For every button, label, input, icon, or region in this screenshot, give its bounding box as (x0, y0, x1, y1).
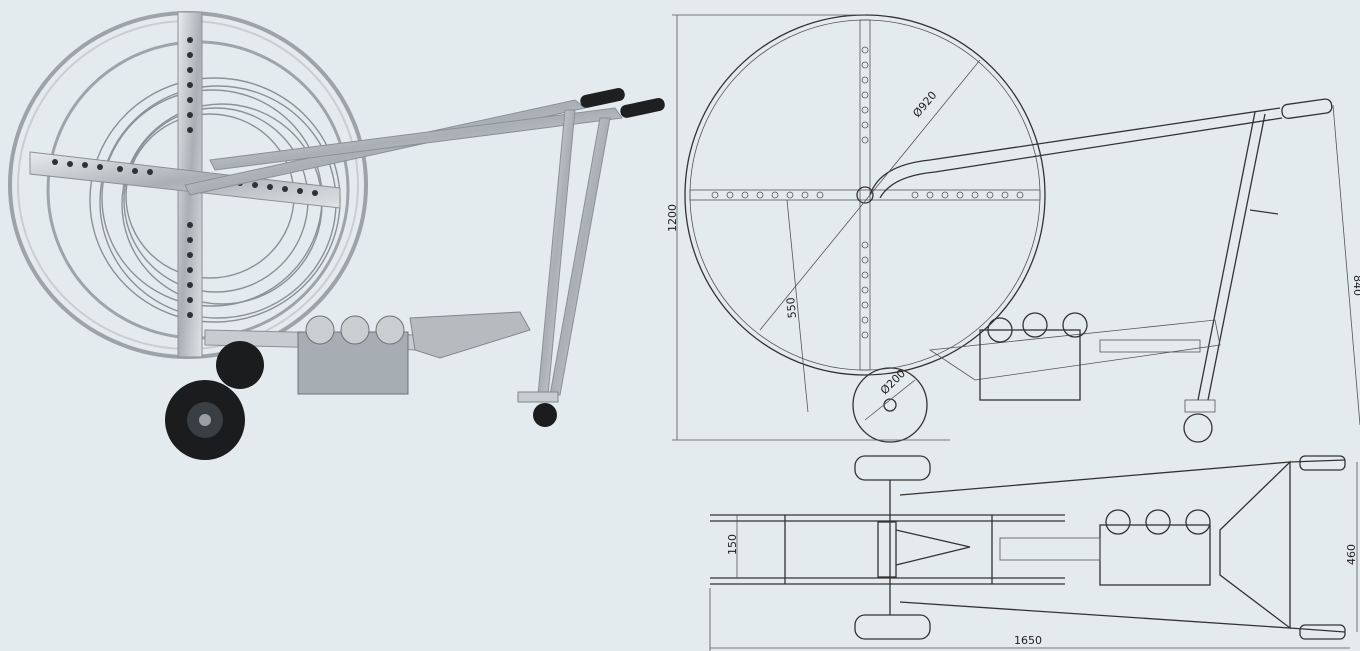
dim-total-height: 1200 (666, 204, 679, 232)
dim-total-length: 1650 (1014, 634, 1042, 647)
grip-right (620, 98, 665, 118)
small-wheel-drawing (852, 367, 928, 443)
top-view-drawing: 150 460 1650 (709, 455, 1358, 651)
cable-reel-cart-photo (8, 11, 665, 460)
grip-left (580, 88, 625, 108)
caster-wheel (533, 403, 557, 427)
dim-handle-length: 840 (1351, 275, 1360, 296)
dim-total-width: 460 (1345, 544, 1358, 565)
side-view-drawing: Ø920 Ø200 550 1200 840 (666, 14, 1360, 443)
dim-frame-width: 150 (726, 534, 739, 555)
dim-hub-height: 550 (784, 297, 799, 319)
